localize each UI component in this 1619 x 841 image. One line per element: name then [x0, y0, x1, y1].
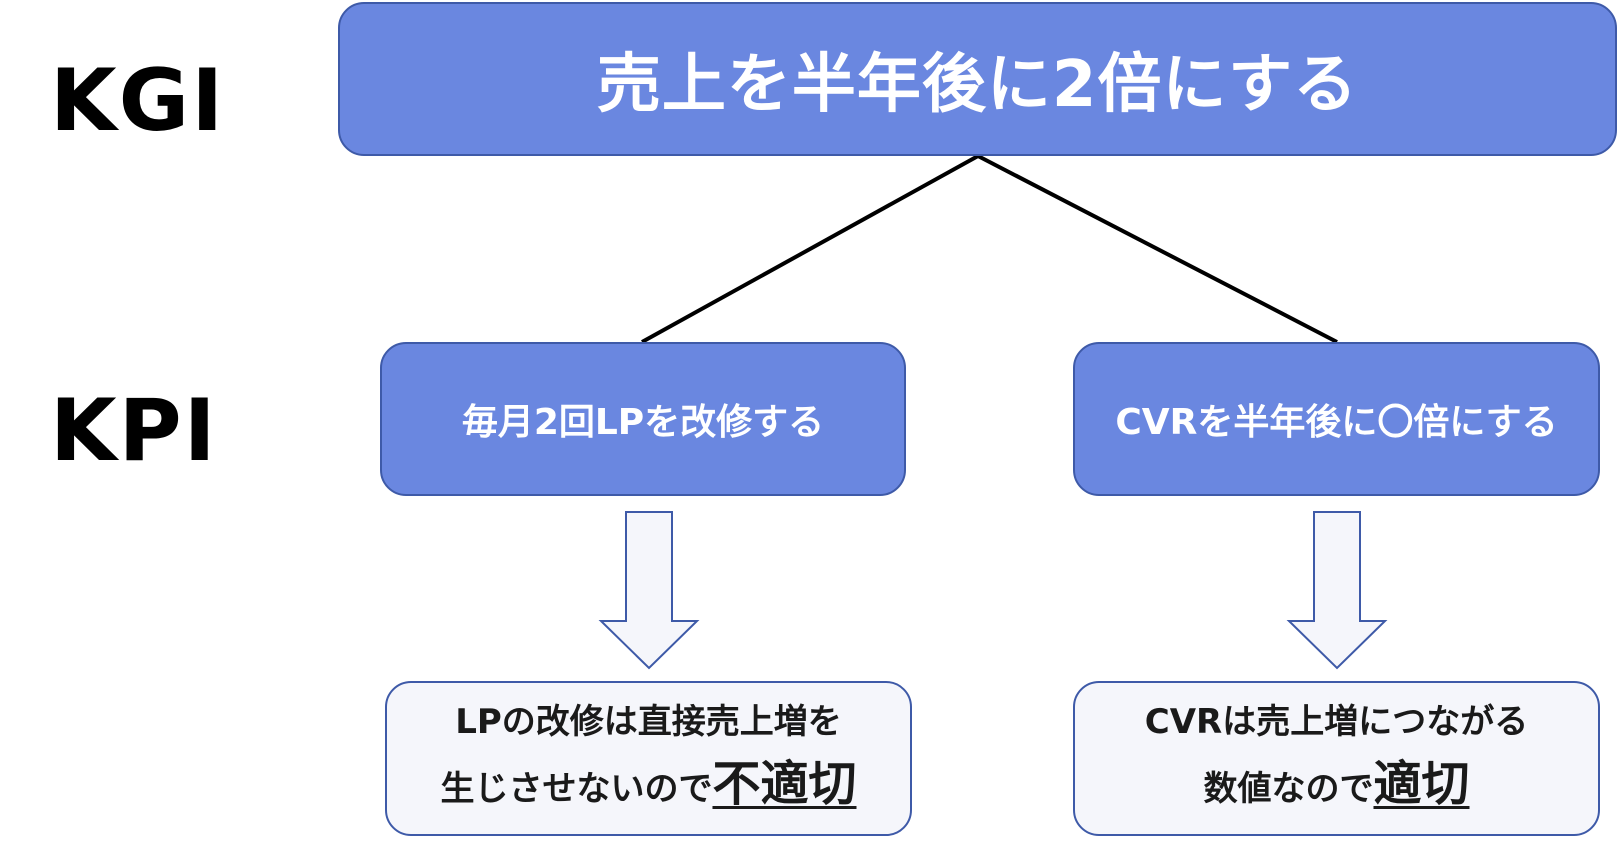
- connector-line-left: [641, 154, 979, 344]
- kpi-label: KPI: [50, 381, 218, 481]
- verdict-text: 不適切: [712, 756, 857, 812]
- kpi-text: CVRを半年後に〇倍にする: [1115, 402, 1558, 443]
- result-line: CVRは売上増につながる: [1144, 702, 1529, 742]
- result-line: 生じさせないので不適切: [440, 748, 856, 820]
- kpi-box-right: CVRを半年後に〇倍にする: [1073, 342, 1600, 496]
- result-line: 数値なので適切: [1203, 748, 1469, 820]
- verdict-text: 適切: [1373, 756, 1470, 812]
- kgi-label: KGI: [50, 51, 226, 151]
- connector-line-right: [977, 154, 1338, 344]
- kpi-text: 毎月2回LPを改修する: [461, 402, 825, 443]
- result-box-right: CVRは売上増につながる 数値なので適切: [1073, 681, 1600, 836]
- down-arrow-icon: [598, 511, 700, 670]
- result-line-prefix: 数値なので: [1203, 769, 1374, 809]
- down-arrow-icon: [1286, 511, 1388, 670]
- result-line-prefix: 生じさせないので: [440, 769, 713, 809]
- result-line: LPの改修は直接売上増を: [455, 702, 842, 742]
- result-box-left: LPの改修は直接売上増を 生じさせないので不適切: [385, 681, 912, 836]
- kgi-box: 売上を半年後に2倍にする: [338, 2, 1617, 156]
- kgi-text: 売上を半年後に2倍にする: [596, 48, 1359, 122]
- kpi-box-left: 毎月2回LPを改修する: [380, 342, 906, 496]
